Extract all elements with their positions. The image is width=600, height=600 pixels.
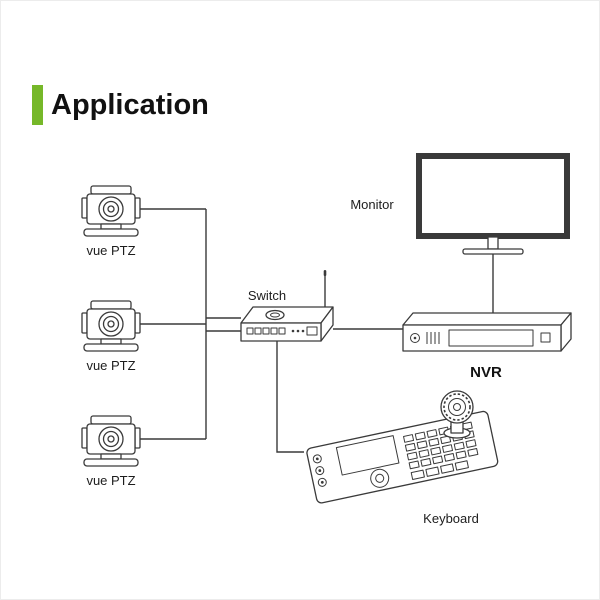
keyboard-label: Keyboard xyxy=(423,511,479,526)
monitor-icon xyxy=(416,153,570,255)
camera-label: vue PTZ xyxy=(86,473,136,488)
page-title-row: Application xyxy=(32,85,209,125)
ptz-camera-icon xyxy=(81,415,141,467)
connection-lines xyxy=(139,208,494,453)
monitor-label: Monitor xyxy=(350,197,394,212)
accent-bar xyxy=(32,85,43,125)
joystick-icon xyxy=(440,390,474,439)
camera-label: vue PTZ xyxy=(86,243,136,258)
ptz-camera-icon xyxy=(81,300,141,352)
nvr-icon xyxy=(402,312,572,352)
switch-icon xyxy=(240,270,334,342)
ptz-camera-icon xyxy=(81,185,141,237)
keyboard-icon xyxy=(306,410,499,504)
page-title: Application xyxy=(51,89,209,121)
camera-label: vue PTZ xyxy=(86,358,136,373)
nvr-label: NVR xyxy=(470,364,502,381)
switch-label: Switch xyxy=(247,288,287,303)
